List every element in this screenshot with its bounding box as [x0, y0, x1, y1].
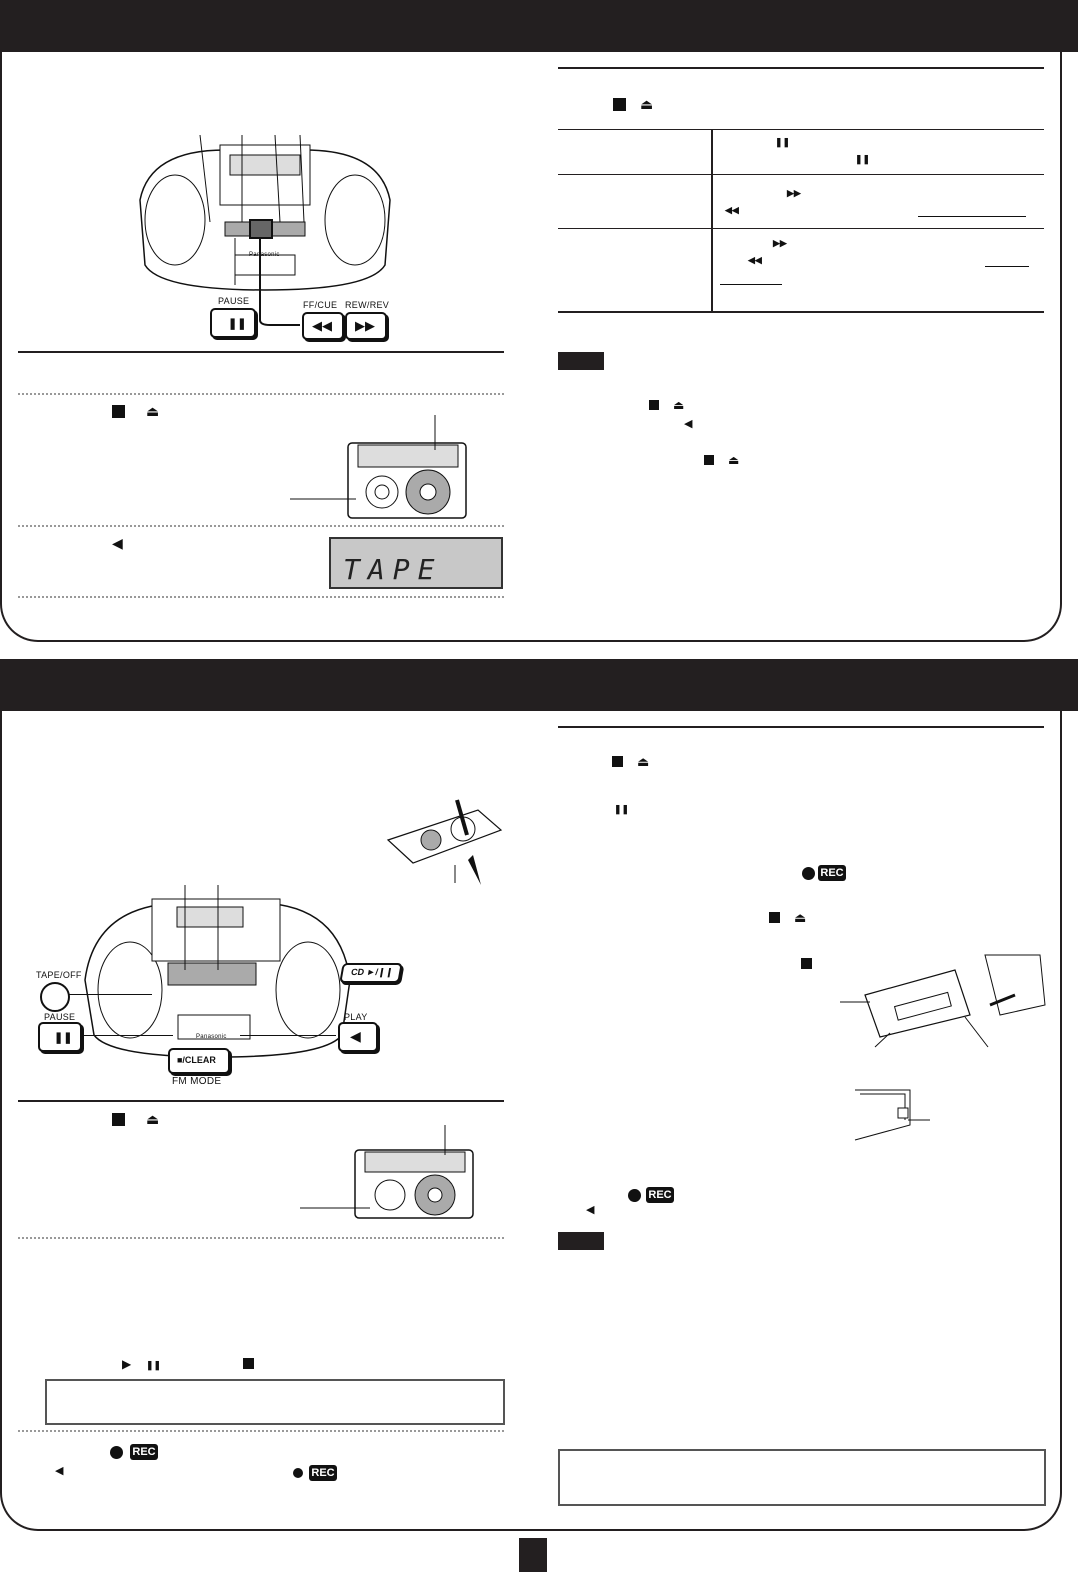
cassette-illustration-top	[290, 415, 467, 519]
note-badge-bottom	[558, 1232, 604, 1250]
boombox-illustration-top	[139, 134, 391, 326]
stop-icon	[704, 455, 714, 465]
callout-line	[240, 1035, 336, 1036]
ff-cue-button[interactable]: ◀◀	[302, 312, 344, 340]
tape-off-button[interactable]	[40, 982, 70, 1012]
play-icon: ◀	[586, 1204, 595, 1216]
bottom-left-rule	[18, 1100, 504, 1102]
tape-off-label: TAPE/OFF	[36, 970, 82, 980]
top-section-frame	[0, 52, 1062, 642]
pause-button-top[interactable]: ❚❚	[210, 308, 256, 338]
cassette-corner-illustration	[854, 1089, 930, 1141]
stop-icon	[112, 405, 125, 418]
rewind-icon: ◀◀	[748, 255, 762, 265]
underline	[720, 284, 782, 285]
eject-icon: ⏏	[637, 754, 650, 769]
play-icon: ◀	[55, 1465, 64, 1477]
eject-icon: ⏏	[673, 398, 685, 412]
play-button[interactable]: ◀	[338, 1022, 378, 1052]
table-top-rule	[558, 129, 1044, 130]
top-header-bar	[0, 0, 1078, 52]
record-icon	[110, 1446, 123, 1459]
pause-icon: ❚❚	[775, 137, 791, 147]
pause-icon: ❚❚	[146, 1360, 162, 1370]
table-bottom-rule	[558, 311, 1044, 313]
play-label: PLAY	[344, 1012, 368, 1022]
record-icon	[293, 1468, 303, 1478]
rewind-icon: ◀◀	[312, 318, 332, 333]
play-icon: ◀	[350, 1028, 361, 1044]
top-left-rule	[18, 351, 504, 353]
table-row-rule	[558, 228, 1044, 229]
pause-icon: ❚❚	[614, 804, 630, 814]
dotted-divider	[18, 525, 504, 527]
rewind-icon: ◀◀	[725, 205, 739, 215]
callout-line	[68, 994, 152, 995]
underline	[918, 216, 1026, 217]
table-row-rule	[558, 174, 1044, 175]
dotted-divider	[18, 596, 504, 598]
eject-icon: ⏏	[640, 96, 654, 112]
stop-icon	[243, 1358, 254, 1369]
display-text: TAPE	[343, 553, 443, 586]
table-column-divider	[711, 129, 713, 312]
pause-button-bottom[interactable]: ❚❚	[38, 1022, 82, 1052]
fm-mode-label: FM MODE	[172, 1076, 222, 1087]
bottom-right-rule	[558, 726, 1044, 728]
rec-badge: REC	[818, 865, 846, 881]
lcd-display: TAPE	[329, 537, 503, 589]
eject-icon: ⏏	[794, 910, 807, 925]
rew-rev-button[interactable]: ▶▶	[345, 312, 387, 340]
boombox-illustration-bottom	[84, 885, 351, 1058]
info-box-right	[558, 1449, 1046, 1506]
pause-icon: ❚❚	[228, 318, 247, 330]
brand-label-bottom: Panasonic	[196, 1034, 227, 1040]
dotted-divider	[18, 1237, 504, 1239]
bottom-header-bar	[0, 659, 1078, 711]
callout-line	[80, 1035, 173, 1036]
fast-forward-icon: ▶▶	[773, 238, 787, 248]
stop-icon	[649, 400, 659, 410]
pencil-cassette-illustration	[386, 799, 503, 885]
fast-forward-icon: ▶▶	[355, 318, 375, 333]
top-right-rule	[558, 67, 1044, 69]
note-badge-top	[558, 352, 604, 370]
brand-label-top: Panasonic	[249, 252, 280, 258]
ff-cue-label: FF/CUE	[303, 300, 338, 310]
rew-rev-label: REW/REV	[345, 300, 390, 310]
rec-badge: REC	[309, 1465, 337, 1481]
dotted-divider	[18, 1430, 504, 1432]
stop-clear-button[interactable]: ■/CLEAR	[168, 1048, 230, 1074]
stop-icon	[801, 958, 812, 969]
cassette-tab-illustration	[840, 954, 1046, 1048]
pause-icon: ❚❚	[54, 1032, 73, 1044]
page-number-tab	[519, 1538, 547, 1572]
stop-icon	[612, 756, 623, 767]
play-icon: ◀	[684, 418, 693, 430]
record-icon	[802, 867, 815, 880]
eject-icon: ⏏	[146, 1111, 160, 1127]
play-icon: ▶	[122, 1357, 132, 1371]
rec-badge: REC	[646, 1187, 674, 1203]
stop-icon	[112, 1113, 125, 1126]
pause-icon: ❚❚	[855, 154, 871, 164]
eject-icon: ⏏	[146, 403, 160, 419]
play-icon: ◀	[112, 535, 123, 551]
underline	[985, 266, 1029, 267]
dotted-divider	[18, 393, 504, 395]
cassette-illustration-bottom	[300, 1125, 474, 1219]
stop-clear-label: ■/CLEAR	[177, 1055, 216, 1065]
rec-badge: REC	[130, 1444, 158, 1460]
cd-play-pause-button[interactable]: CD ►/❙❙	[339, 963, 403, 983]
bottom-section-frame	[0, 711, 1062, 1531]
fast-forward-icon: ▶▶	[787, 188, 801, 198]
info-box-left	[45, 1379, 505, 1425]
stop-icon	[613, 98, 626, 111]
record-icon	[628, 1189, 641, 1202]
stop-icon	[769, 912, 780, 923]
cd-play-pause-label: CD ►/❙❙	[350, 967, 395, 977]
pause-label-bottom: PAUSE	[44, 1012, 76, 1022]
eject-icon: ⏏	[728, 453, 740, 467]
pause-label-top: PAUSE	[218, 296, 250, 306]
